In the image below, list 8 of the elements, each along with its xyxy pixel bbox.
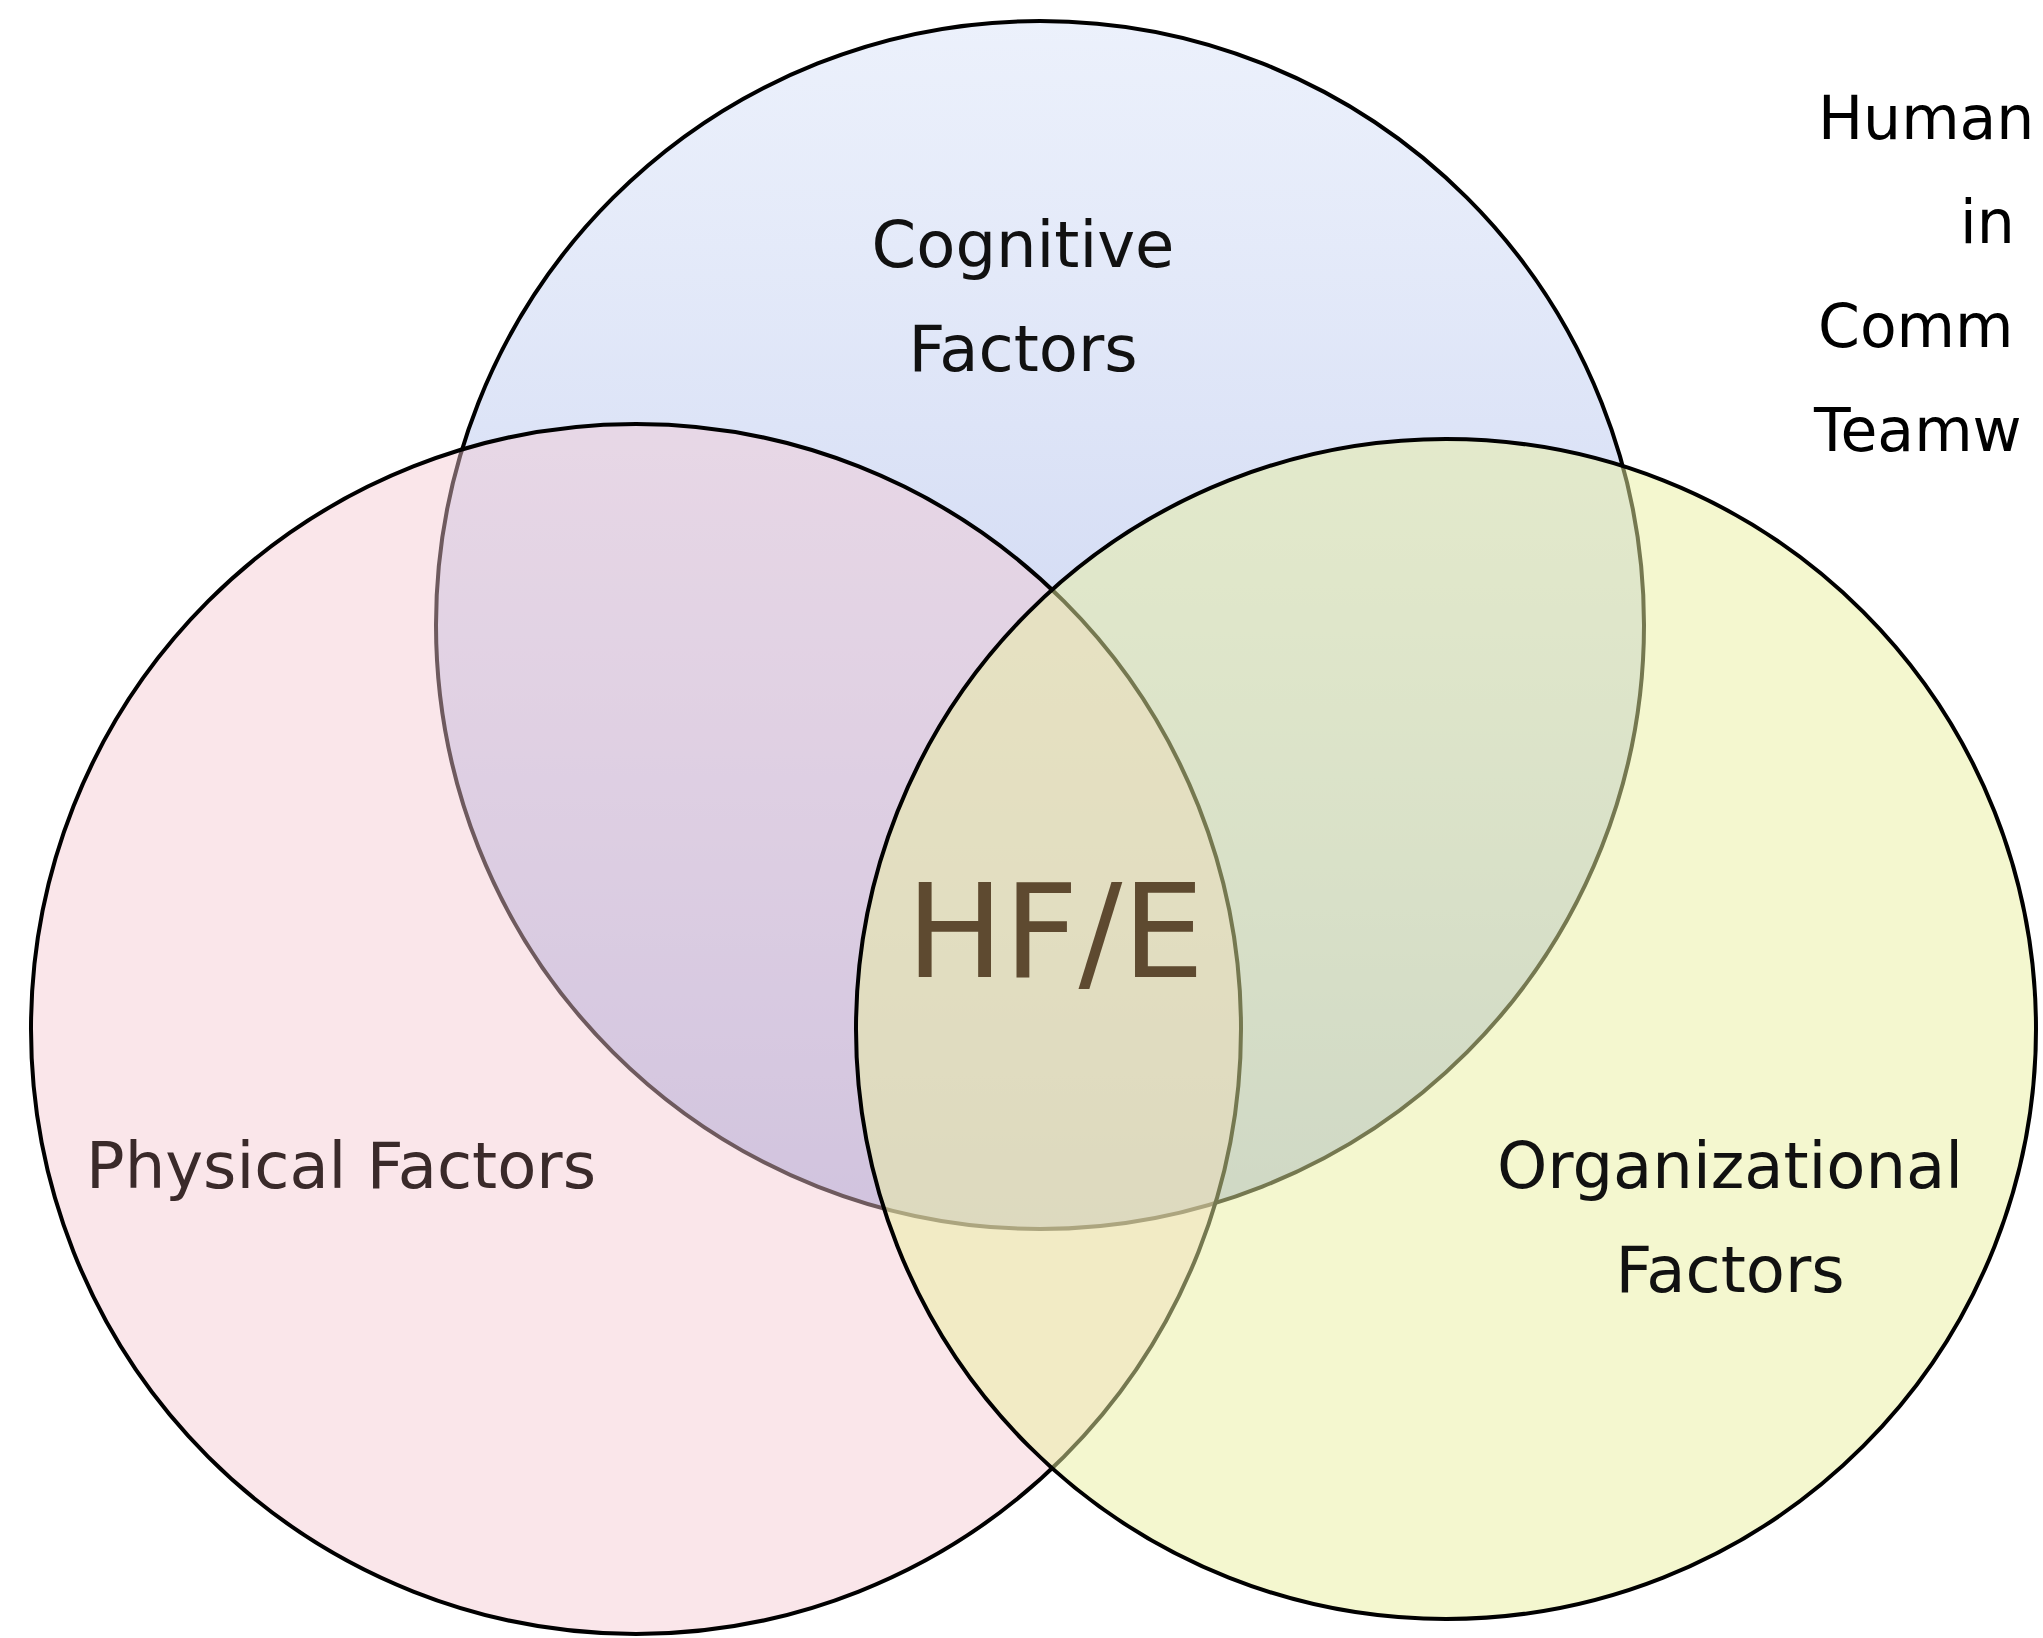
side-note-text: Comm bbox=[1818, 292, 2014, 361]
center-label: HF/E bbox=[906, 857, 1205, 1007]
circle-label: Physical Factors bbox=[85, 1128, 597, 1205]
side-note-text: Teamw bbox=[1814, 396, 2022, 465]
side-note-text: Human bbox=[1818, 84, 2035, 153]
circle-label: Organizational Factors bbox=[1495, 1128, 1965, 1309]
circle-label: Cognitive Factors bbox=[870, 207, 1176, 388]
side-note-text: in bbox=[1960, 188, 2015, 257]
